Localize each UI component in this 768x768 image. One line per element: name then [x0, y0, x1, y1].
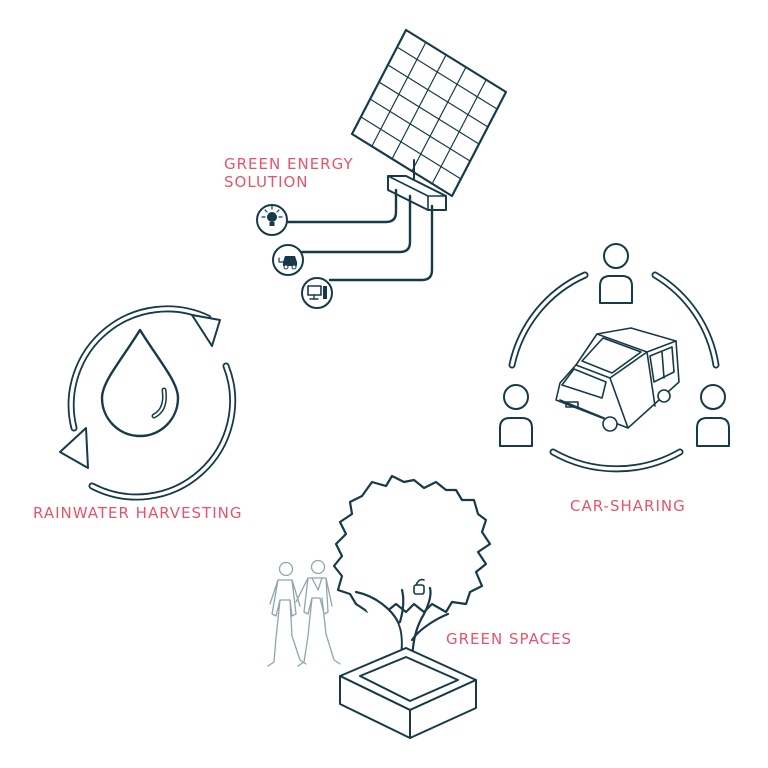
van-icon	[555, 327, 680, 432]
green-energy-label-line1: GREEN ENERGY	[224, 155, 354, 173]
car-sharing-ring	[508, 271, 720, 473]
water-drop-icon	[100, 328, 180, 438]
solar-panel-icon	[350, 28, 508, 211]
computer-icon	[301, 277, 333, 309]
person-icon	[499, 384, 533, 447]
electric-car-plug-icon	[272, 244, 304, 276]
tree-icon	[332, 474, 492, 670]
green-energy-label-line2: SOLUTION	[224, 173, 309, 191]
recycle-arrows-icon	[59, 305, 237, 501]
person-icon	[599, 243, 633, 304]
planter-box-icon	[339, 647, 477, 739]
walking-people-icon	[267, 559, 341, 667]
lightbulb-icon	[256, 204, 288, 236]
rainwater-harvesting-label: RAINWATER HARVESTING	[33, 504, 243, 522]
car-sharing-label: CAR-SHARING	[570, 497, 686, 515]
person-icon	[696, 384, 730, 447]
green-spaces-label: GREEN SPACES	[446, 630, 573, 648]
